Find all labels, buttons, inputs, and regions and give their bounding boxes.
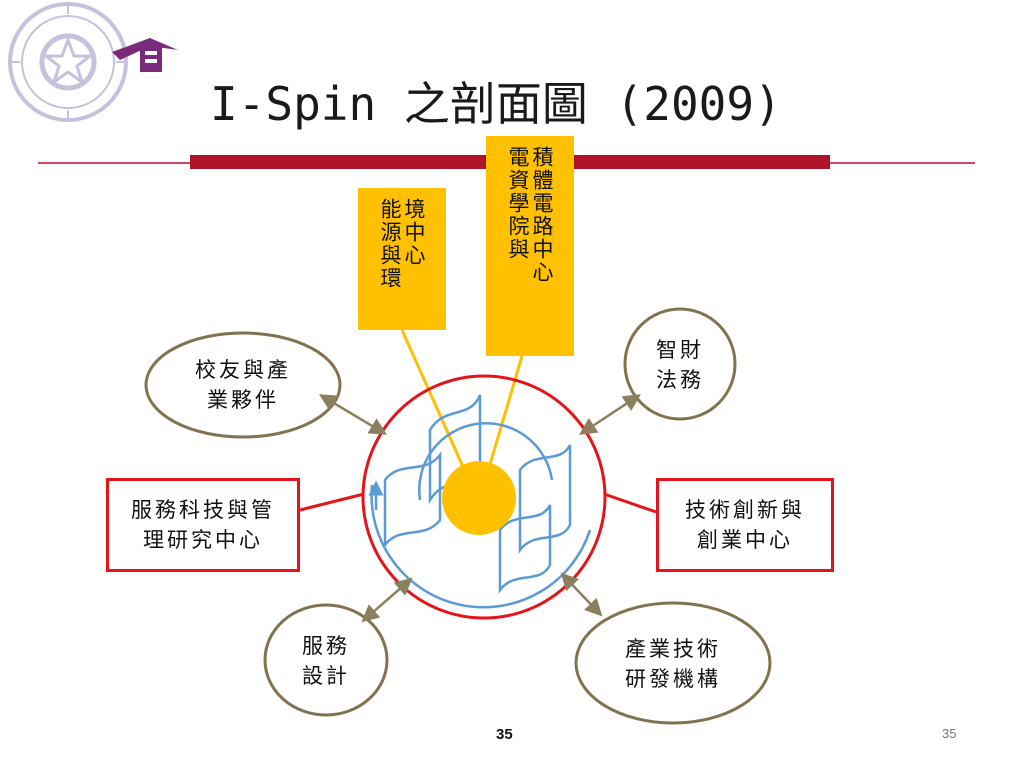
- box-energy-center: 能源與環 境中心: [358, 188, 446, 330]
- oval-alumni-partners: 校友與產 業夥伴: [195, 358, 291, 412]
- oval-industry-rnd: 產業技術 研發機構: [625, 637, 721, 691]
- oval-ip-law: 智財 法務: [656, 338, 704, 392]
- page-number-center: 35: [496, 726, 513, 743]
- page-title: I-Spin 之剖面圖 (2009): [210, 77, 782, 131]
- core-circle: [361, 374, 607, 620]
- oval-industry-shape: [574, 601, 772, 725]
- oval-service-design: 服務 設計: [302, 634, 350, 688]
- oval-ip-shape: [623, 307, 737, 421]
- university-seal-logo: [8, 2, 178, 122]
- oval-alumni-shape: [144, 331, 342, 439]
- link-service-center: [299, 492, 365, 512]
- box-innovation-entrepreneurship-center: 技術創新與 創業中心: [656, 478, 834, 572]
- page-number-right: 35: [942, 726, 957, 741]
- oval-design-shape: [263, 603, 389, 717]
- arrow-ip: [579, 394, 641, 435]
- connector-energy-line: [400, 329, 470, 479]
- box-eecs-ic-center: 電資學院與 積體電路中心: [486, 136, 574, 356]
- connector-eecs-line: [484, 355, 524, 479]
- core-disc: [442, 461, 516, 535]
- link-innovation-center: [603, 492, 657, 514]
- box-service-science-center: 服務科技與管 理研究中心: [106, 478, 300, 572]
- arrow-alumni: [318, 394, 388, 435]
- arrow-industry: [560, 572, 603, 617]
- arrow-design: [361, 577, 413, 623]
- cycle-arrows-icon: [368, 394, 592, 609]
